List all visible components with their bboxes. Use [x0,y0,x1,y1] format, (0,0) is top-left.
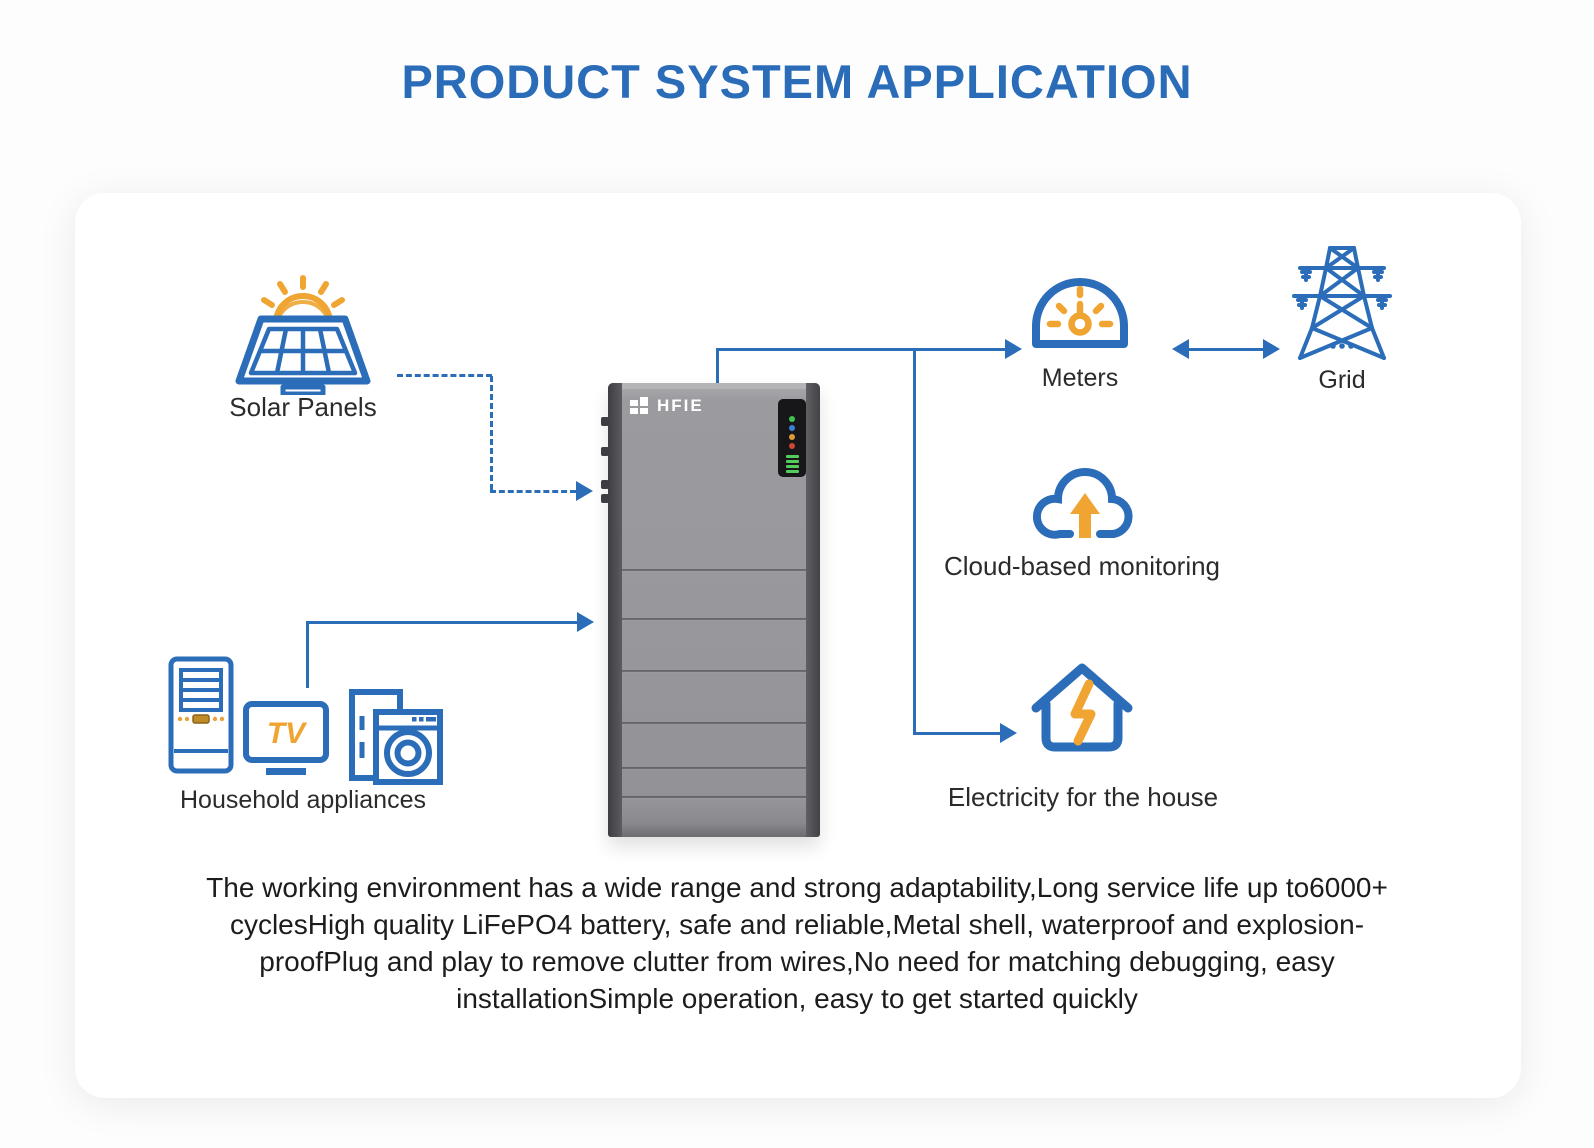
battery-module-seam [622,670,806,673]
battery-brand-logo: HFIE [630,396,704,416]
battery-connector-knob [601,494,609,503]
house-label: Electricity for the house [947,782,1219,812]
battery-module-seam [622,618,806,621]
battery-module-seam [622,767,806,770]
connector-battery-up [716,348,719,385]
connector-branch-down [913,348,916,735]
battery-unit: HFIE [601,383,820,837]
battery-brand-text: HFIE [657,396,704,415]
grid-label: Grid [1318,366,1366,394]
connector-appliances-v [306,621,309,688]
connector-solar-h2 [490,490,576,493]
connector-house-arrowhead [1000,723,1017,743]
connector-grid-arrowhead-right [1263,339,1280,359]
page-title: PRODUCT SYSTEM APPLICATION [401,55,1193,108]
connector-solar-h1 [397,374,492,377]
connector-battery-meters [716,348,1005,351]
connector-grid-arrowhead-left [1172,339,1189,359]
connector-solar-arrowhead [576,481,593,501]
solar-panels-label: Solar Panels [229,392,377,422]
description-paragraph: The working environment has a wide range… [67,869,1527,1017]
connector-appliances-h [306,621,577,624]
air-conditioner-icon [168,656,234,774]
solar-panel-icon [235,275,371,395]
connector-appliances-arrowhead [577,612,594,632]
led-blue [789,425,795,431]
led-green [789,416,795,422]
description-line: installationSimple operation, easy to ge… [456,983,1138,1014]
fridge-washer-icon [349,689,443,785]
cloud-monitoring-icon [1032,468,1133,539]
battery-module-seam [622,722,806,725]
battery-connector-knob [601,447,609,456]
battery-connector-knob [601,417,609,426]
connector-meters-grid [1188,348,1264,351]
connector-branch-house [913,732,1000,735]
description-line: proofPlug and play to remove clutter fro… [259,946,1335,977]
cloud-label: Cloud-based monitoring [943,551,1221,581]
grid-tower-icon [1292,246,1392,360]
battery-base [622,797,806,837]
led-red [789,443,795,449]
battery-display-panel [778,399,806,477]
connector-solar-v [490,376,493,490]
battery-right-rail [806,383,820,837]
battery-module-seam [622,796,806,799]
house-energy-icon [1031,663,1133,752]
battery-module-seam [622,569,806,572]
tv-label: TV [267,717,308,750]
appliances-label: Household appliances [179,786,426,814]
battery-connector-knob [601,480,609,489]
meters-label: Meters [1041,364,1119,392]
description-line: The working environment has a wide range… [206,872,1388,903]
description-line: cyclesHigh quality LiFePO4 battery, safe… [229,909,1365,940]
battery-top-face [622,383,806,389]
battery-left-rail [608,383,622,837]
led-orange [789,434,795,440]
meter-gauge-icon [1032,278,1128,348]
tv-icon: TV [243,701,329,775]
hfie-logo-icon [630,397,648,414]
connector-meters-arrowhead [1005,339,1022,359]
